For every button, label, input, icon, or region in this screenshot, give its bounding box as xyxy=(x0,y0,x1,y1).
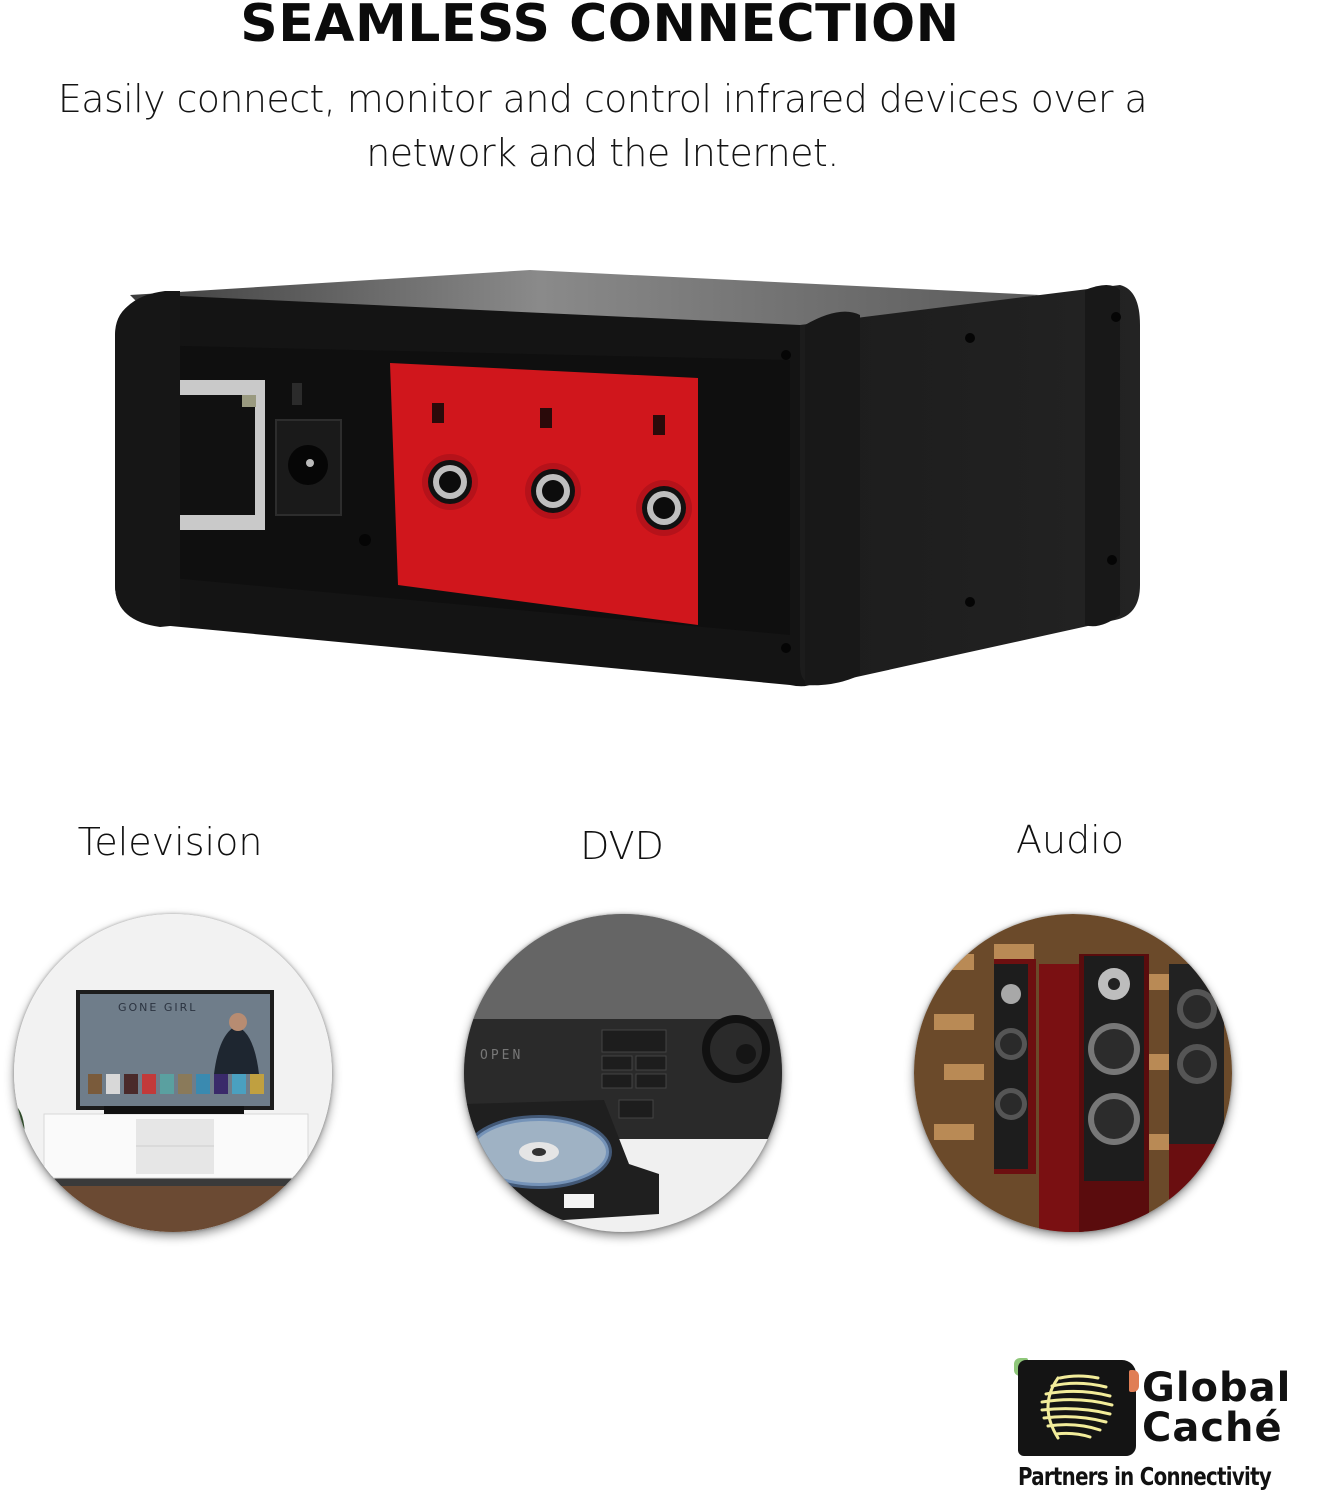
subheadline-line-1: Easily connect, monitor and control infr… xyxy=(57,77,1148,121)
device-label-dvd: DVD xyxy=(580,824,664,868)
logo-name-line-1: Global xyxy=(1142,1365,1292,1411)
page-subheadline: Easily connect, monitor and control infr… xyxy=(0,72,1205,180)
logo-accent-orange xyxy=(1129,1370,1139,1392)
television-image: GONE GIRL xyxy=(14,914,332,1232)
logo-wordmark: Global Caché xyxy=(1142,1368,1291,1448)
page-headline: SEAMLESS CONNECTION xyxy=(240,0,960,54)
dvd-image: OPEN xyxy=(464,914,782,1232)
globe-stripes-icon xyxy=(1018,1360,1136,1456)
device-label-television: Television xyxy=(77,820,263,864)
logo-name-line-2: Caché xyxy=(1142,1405,1283,1451)
device-label-audio: Audio xyxy=(1015,818,1124,862)
brand-logo: Global Caché Partners in Connectivity xyxy=(1010,1356,1331,1500)
subheadline-line-2: network and the Internet. xyxy=(366,131,839,175)
dvd-icon: OPEN xyxy=(464,914,782,1232)
audio-image xyxy=(914,914,1232,1232)
product-image xyxy=(100,255,1160,695)
logo-tagline: Partners in Connectivity xyxy=(1018,1462,1272,1491)
tv-icon: GONE GIRL xyxy=(14,914,332,1232)
tv-screen-title: GONE GIRL xyxy=(118,1001,197,1014)
speaker-icon xyxy=(914,914,1232,1232)
dvd-display-text: OPEN xyxy=(480,1048,523,1063)
